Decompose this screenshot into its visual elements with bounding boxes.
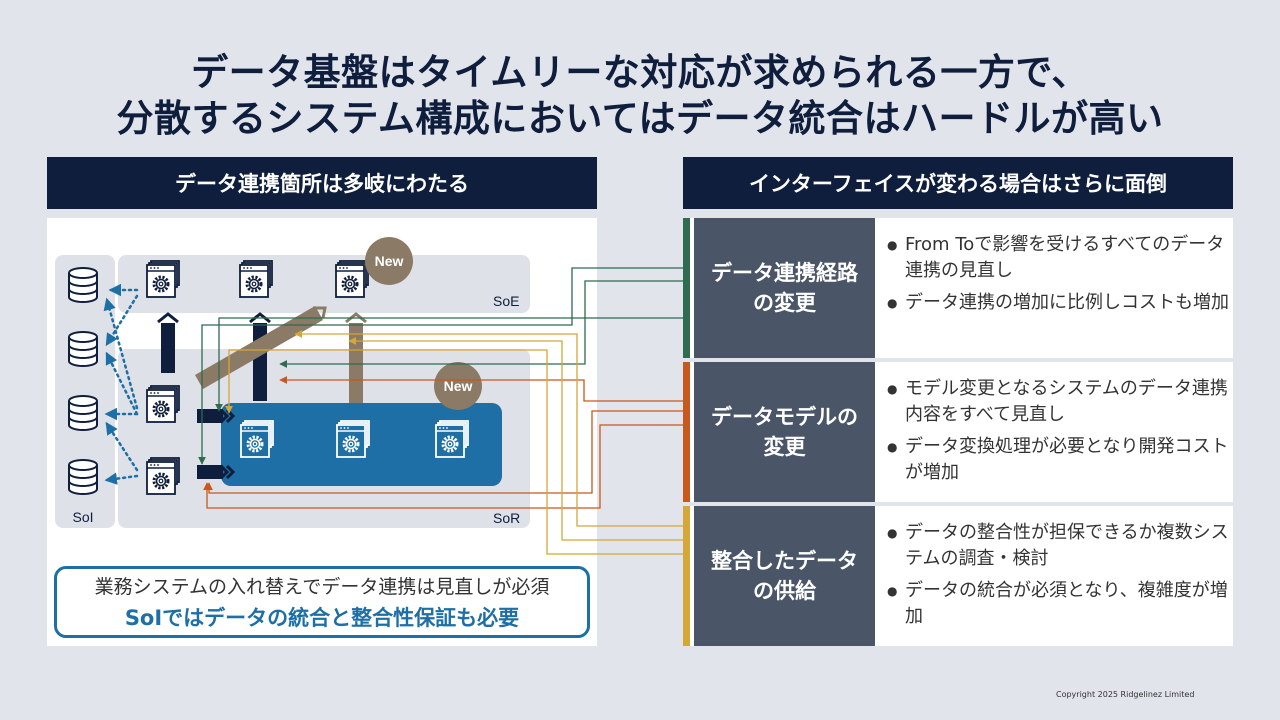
bullet-list: データの整合性が担保できるか複数システムの調査・検討 データの統合が必須となり、… [887, 520, 1229, 636]
summary-note: 業務システムの入れ替えでデータ連携は見直しが必須 SoIではデータの統合と整合性… [54, 566, 590, 638]
diagonal-connector-new [195, 306, 323, 389]
soe-panel [118, 255, 530, 313]
row-accent-bar [683, 506, 690, 646]
app-icon [334, 259, 370, 299]
green-links [198, 267, 687, 465]
page-title: データ基盤はタイムリーな対応が求められる一方で、 分散するシステム構成においては… [0, 50, 1280, 142]
app-icon [145, 259, 181, 299]
page-title-line1: データ基盤はタイムリーな対応が求められる一方で、 [191, 51, 1089, 94]
bullet-item: データの統合が必須となり、複雑度が増加 [887, 578, 1229, 630]
soi-label: SoI [72, 509, 93, 525]
bullet-item: モデル変更となるシステムのデータ連携内容をすべて見直し [887, 376, 1229, 428]
summary-note-line2: SoIではデータの統合と整合性保証も必要 [124, 606, 520, 630]
issue-row-model-change: データモデルの変更 モデル変更となるシステムのデータ連携内容をすべて見直し デー… [683, 362, 1233, 502]
page-title-line2: 分散するシステム構成においてはデータ統合はハードルが高い [116, 97, 1164, 140]
gold-links [225, 330, 687, 555]
app-icon [335, 419, 371, 459]
new-badge-label: New [375, 253, 404, 269]
orange-links [203, 376, 687, 509]
app-icon [238, 259, 274, 299]
bullet-list: From Toで影響を受けるすべてのデータ連携の見直し データ連携の増加に比例し… [887, 232, 1229, 322]
row-label: データモデルの変更 [694, 362, 875, 502]
adapter-block [197, 409, 223, 423]
bullet-list: モデル変更となるシステムのデータ連携内容をすべて見直し データ変換処理が必要とな… [887, 376, 1229, 492]
left-section-header: データ連携箇所は多岐にわたる [47, 157, 597, 209]
sor-label: SoR [493, 510, 520, 526]
bullet-item: From Toで影響を受けるすべてのデータ連携の見直し [887, 232, 1229, 284]
row-label: 整合したデータの供給 [694, 506, 875, 646]
database-icon [68, 267, 98, 303]
connector-bar [161, 323, 175, 373]
connector-bar [253, 323, 267, 401]
summary-note-line1: 業務システムの入れ替えでデータ連携は見直しが必須 [94, 576, 550, 598]
row-label: データ連携経路の変更 [694, 218, 875, 358]
app-icon [434, 419, 470, 459]
bullet-item: データの整合性が担保できるか複数システムの調査・検討 [887, 520, 1229, 572]
adapter-block [197, 465, 223, 479]
new-badge [365, 237, 413, 285]
right-section-header: インターフェイスが変わる場合はさらに面倒 [683, 157, 1233, 209]
new-badge [434, 362, 482, 410]
row-accent-bar [683, 362, 690, 502]
connector-bar-new [349, 323, 363, 403]
database-icon [68, 331, 98, 367]
copyright: Copyright 2025 Ridgelinez Limited [1056, 690, 1195, 699]
row-accent-bar [683, 218, 690, 358]
soi-panel [55, 255, 115, 528]
bullet-item: データ連携の増加に比例しコストも増加 [887, 290, 1229, 316]
database-icon [68, 395, 98, 431]
app-icon [145, 384, 181, 424]
app-icon [145, 456, 181, 496]
bullet-item: データ変換処理が必要となり開発コストが増加 [887, 434, 1229, 486]
issue-row-route-change: データ連携経路の変更 From Toで影響を受けるすべてのデータ連携の見直し デ… [683, 218, 1233, 358]
new-badge-label: New [444, 378, 473, 394]
soe-label: SoE [493, 293, 519, 309]
app-icon [239, 419, 275, 459]
soi-dotted-links [103, 283, 139, 485]
architecture-diagram: SoE SoR SoI New New [55, 237, 687, 555]
database-icon [68, 459, 98, 495]
issue-row-consistent-data: 整合したデータの供給 データの整合性が担保できるか複数システムの調査・検討 デー… [683, 506, 1233, 646]
